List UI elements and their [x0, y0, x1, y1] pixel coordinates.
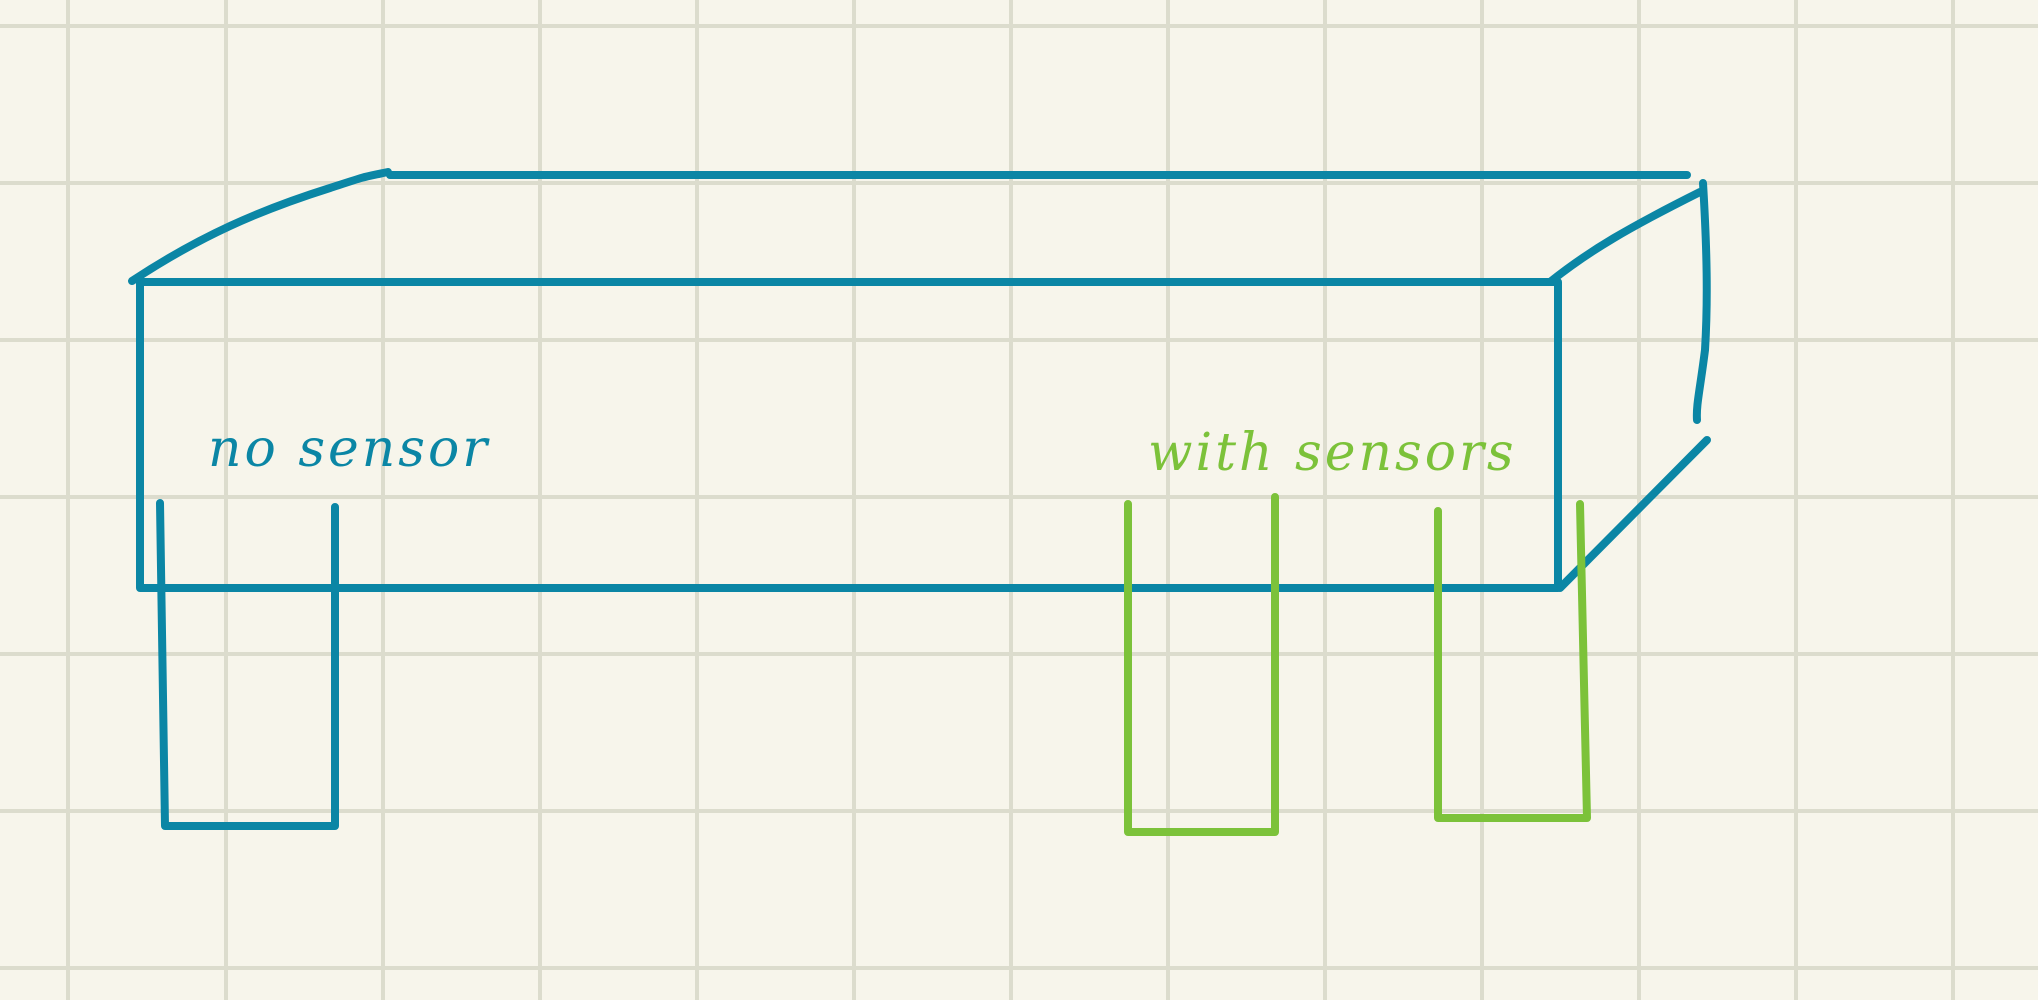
no-sensor-label: no sensor — [208, 419, 490, 479]
box-top-left-edge — [128, 168, 392, 285]
no-sensor-u-shape — [156, 499, 339, 830]
box-front-face — [136, 278, 1562, 592]
with-sensors-label: with sensors — [1148, 423, 1517, 483]
with-sensors-u-shapes — [1124, 493, 1591, 836]
box-sketch — [128, 168, 1711, 592]
sensor-u-shape-1 — [1124, 493, 1279, 836]
sensor-u-shape-2 — [1434, 500, 1591, 822]
box-back-right-edge — [1692, 179, 1711, 424]
box-top-right-edge — [1546, 188, 1704, 286]
